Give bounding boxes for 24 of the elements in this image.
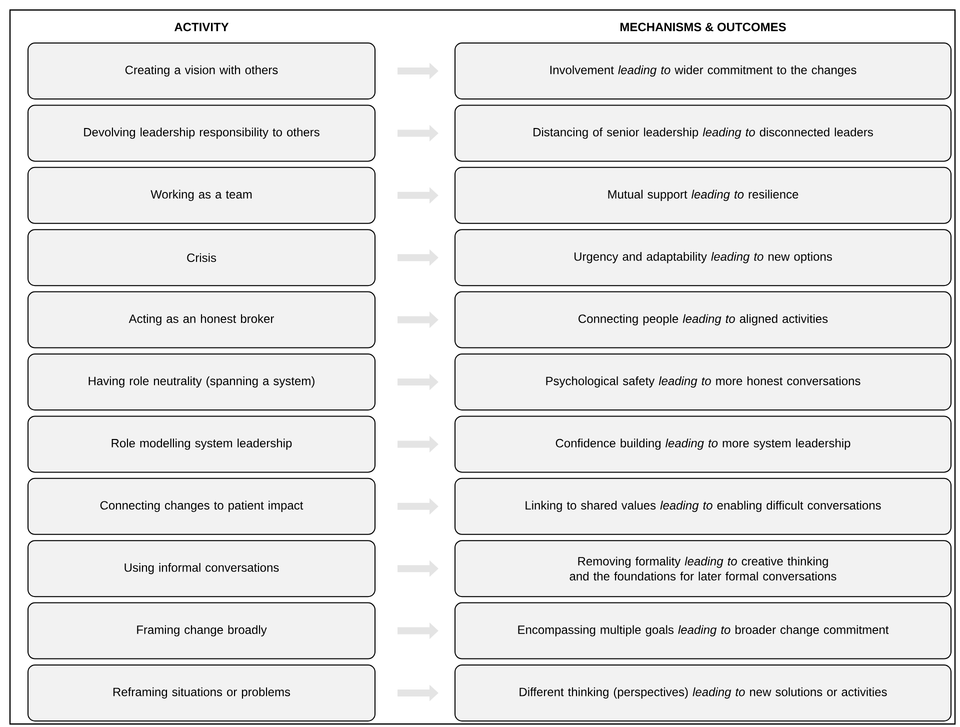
- text-box: Confidence building leading to more system leadership: [454, 416, 952, 473]
- text-box: Involvement leading to wider commitment to the changes: [454, 42, 952, 100]
- text-box: Creating a vision with others: [28, 42, 376, 100]
- text-box: Encompassing multiple goals leading to broader change commitment: [454, 602, 952, 660]
- text-box: Reframing situations or problems: [28, 664, 376, 722]
- text-box: Connecting people leading to aligned activities: [454, 291, 952, 348]
- text-box: Having role neutrality (spanning a system): [28, 354, 376, 410]
- text-box: Framing change broadly: [28, 602, 376, 660]
- text-box: Psychological safety leading to more honest conversations: [454, 354, 952, 410]
- text-box: Different thinking (perspectives) leading to new solutions or activities: [454, 664, 952, 722]
- text-box: Crisis: [28, 229, 376, 286]
- text-box: Role modelling system leadership: [28, 416, 376, 473]
- text-box: Removing formality leading to creative thinking and the foundations for later formal conversations: [454, 540, 952, 598]
- text-box: Urgency and adaptability leading to new options: [454, 229, 952, 286]
- text-box: Working as a team: [28, 166, 376, 224]
- text-box: Using informal conversations: [28, 540, 376, 598]
- text-box: Connecting changes to patient impact: [28, 478, 376, 535]
- text-box: Linking to shared values leading to enabling difficult conversations: [454, 478, 952, 535]
- column-heading: MECHANISMS & OUTCOMES: [620, 22, 786, 32]
- text-box: Devolving leadership responsibility to others: [28, 104, 376, 162]
- text-box: Mutual support leading to resilience: [454, 166, 952, 224]
- text-box: Distancing of senior leadership leading to disconnected leaders: [454, 104, 952, 162]
- column-heading: ACTIVITY: [174, 22, 229, 32]
- text-box: Acting as an honest broker: [28, 291, 376, 348]
